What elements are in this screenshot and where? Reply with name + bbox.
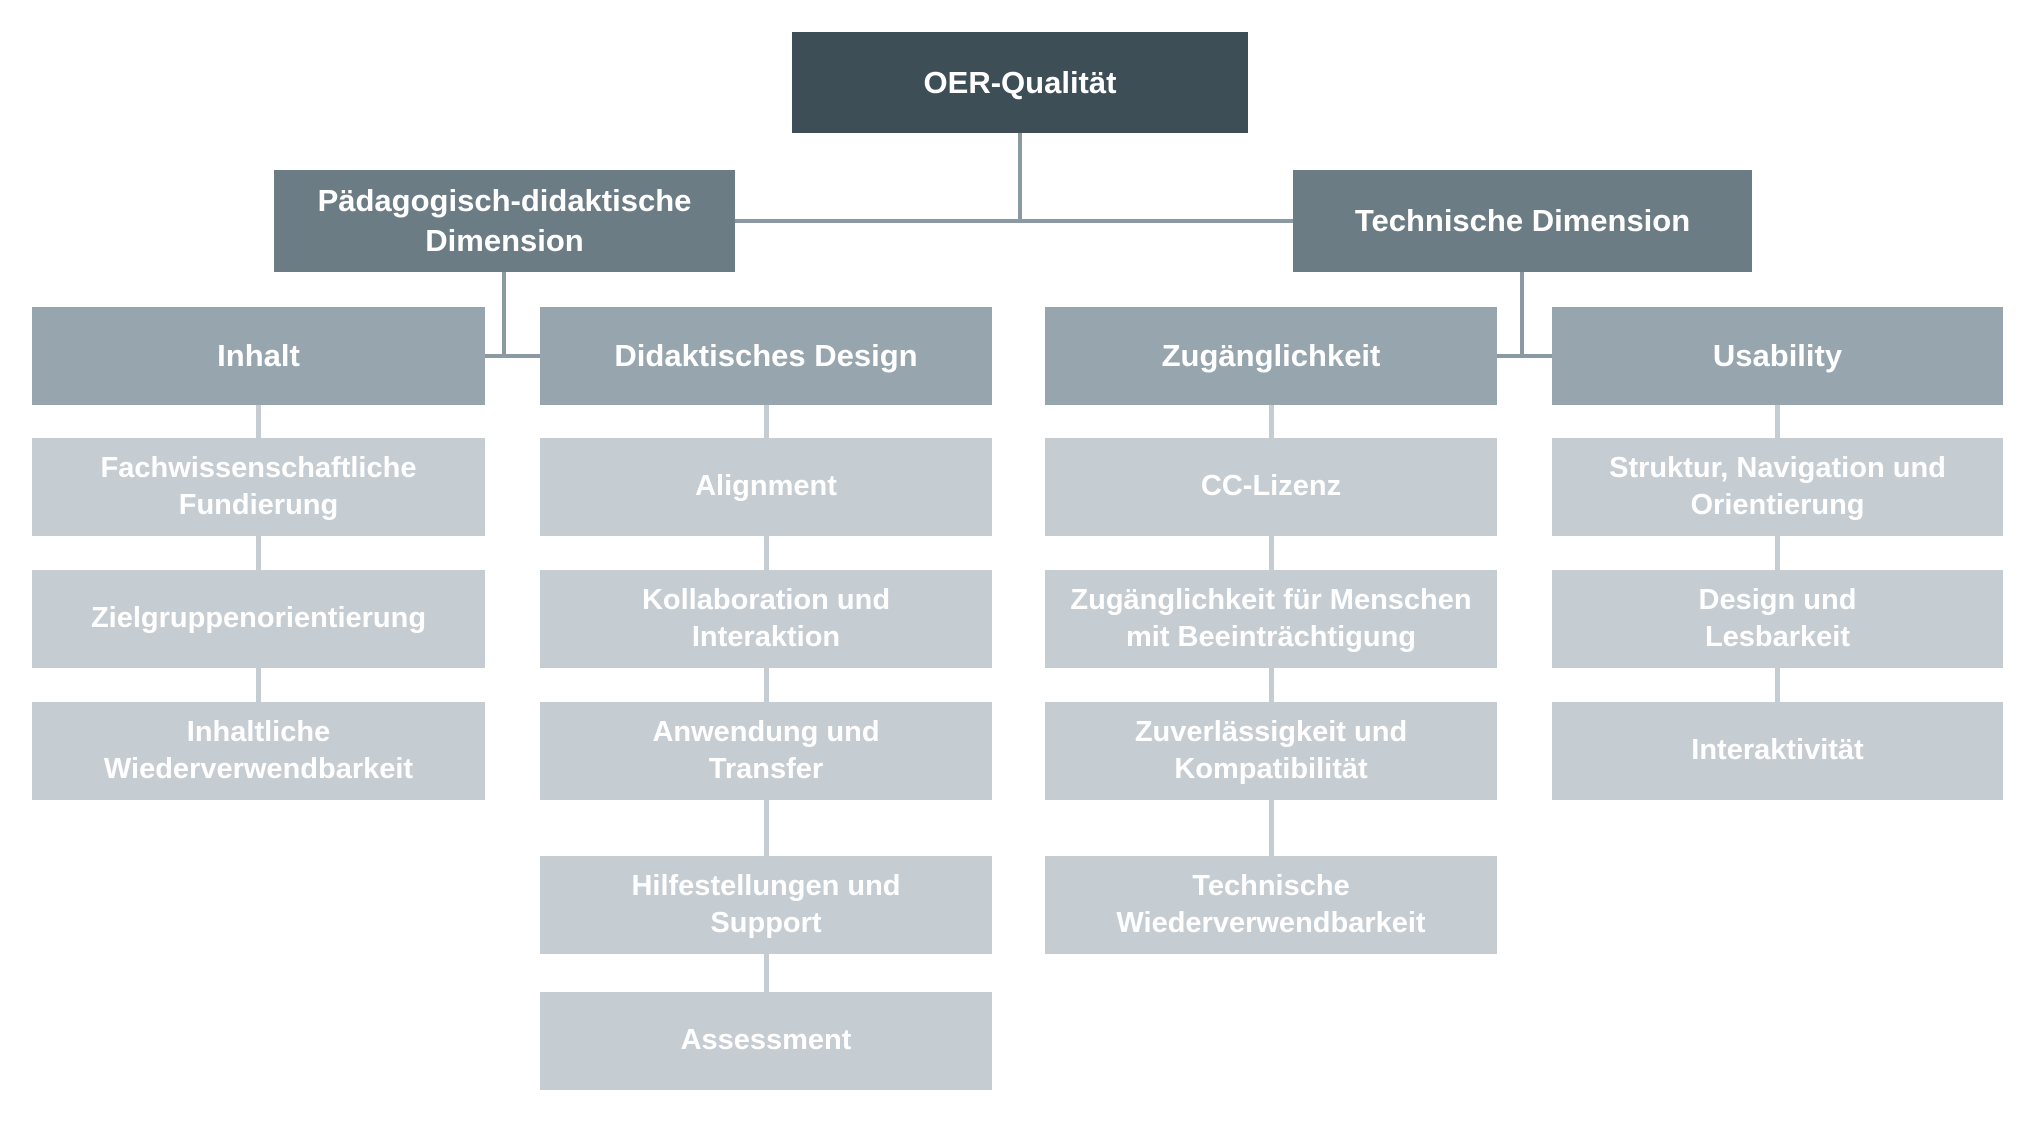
connector-didaktik-alignment	[764, 405, 769, 438]
connector-root-vertical	[1018, 133, 1022, 222]
node-label: Fundierung	[178, 489, 339, 521]
node-assess: Assessment	[540, 992, 992, 1090]
node-cc: CC-Lizenz	[1045, 438, 1497, 536]
node-label: Interaktion	[691, 621, 841, 653]
connector-ziel-inhw	[256, 668, 261, 702]
node-zfm: Zugänglichkeit für Menschen mit Beeinträc…	[1045, 570, 1497, 668]
node-label: Inhalt	[217, 338, 300, 374]
node-label: Struktur, Navigation und	[1609, 451, 1946, 484]
node-label: Transfer	[708, 753, 824, 785]
node-label: Alignment	[695, 470, 837, 503]
node-label: Wiederverwendbarkeit	[1116, 907, 1426, 939]
connector-zugang-cc	[1269, 405, 1274, 438]
connector-hilfe-assess	[764, 954, 769, 992]
connector-design-interakt	[1775, 668, 1780, 702]
connector-struktur-design	[1775, 536, 1780, 570]
node-label: Interaktivität	[1691, 734, 1864, 767]
node-label: Inhaltliche	[186, 715, 331, 748]
node-label: Lesbarkeit	[1704, 621, 1851, 653]
connector-inhalt-fach	[256, 405, 261, 438]
node-label: Didaktisches Design	[614, 338, 918, 374]
connector-paed-vertical	[502, 272, 506, 358]
node-label: Design und	[1698, 583, 1857, 616]
connector-tech-horizontal	[1497, 354, 1552, 358]
node-root: OER-Qualität	[792, 32, 1248, 133]
node-label: Wiederverwendbarkeit	[103, 753, 414, 785]
node-label: Support	[710, 907, 822, 939]
connector-alignment-kollab	[764, 536, 769, 570]
node-inhalt: Inhalt	[32, 307, 485, 405]
connector-kollab-anwend	[764, 668, 769, 702]
node-label: Zugänglichkeit für Menschen	[1070, 583, 1472, 616]
node-label: CC-Lizenz	[1200, 470, 1342, 503]
node-ziel: Zielgruppenorientierung	[32, 570, 485, 668]
node-label: Technische	[1192, 869, 1350, 902]
node-didaktik: Didaktisches Design	[540, 307, 992, 405]
node-label: Zielgruppenorientierung	[90, 602, 427, 635]
node-label: Kollaboration und	[641, 583, 891, 616]
connector-zuverl-techw	[1269, 800, 1274, 856]
connector-usability-struktur	[1775, 405, 1780, 438]
connector-root-horizontal	[735, 219, 1293, 223]
connector-fach-ziel	[256, 536, 261, 570]
connector-paed-horizontal	[485, 354, 540, 358]
node-usability: Usability	[1552, 307, 2003, 405]
connector-anwend-hilfe	[764, 800, 769, 856]
node-interakt: Interaktivität	[1552, 702, 2003, 800]
node-label: Zuverlässigkeit und	[1134, 715, 1408, 748]
connector-zfm-zuverl	[1269, 668, 1274, 702]
node-label: Kompatibilität	[1174, 753, 1368, 785]
node-label: Usability	[1712, 338, 1843, 374]
node-tech: Technische Dimension	[1293, 170, 1752, 272]
node-label: mit Beeinträchtigung	[1125, 621, 1416, 653]
node-zugang: Zugänglichkeit	[1045, 307, 1497, 405]
node-label: Dimension	[425, 223, 584, 258]
node-label: Hilfestellungen und	[631, 869, 901, 902]
node-label: OER-Qualität	[923, 64, 1117, 100]
node-label: Anwendung und	[652, 715, 880, 748]
node-label: Pädagogisch-didaktische	[317, 183, 692, 219]
node-label: Technische Dimension	[1354, 203, 1691, 239]
connector-cc-zfm	[1269, 536, 1274, 570]
node-label: Orientierung	[1690, 489, 1865, 521]
node-label: Assessment	[680, 1024, 852, 1057]
node-label: Fachwissenschaftliche	[100, 451, 417, 484]
node-alignment: Alignment	[540, 438, 992, 536]
node-label: Zugänglichkeit	[1161, 338, 1381, 374]
connector-tech-vertical	[1520, 272, 1524, 358]
